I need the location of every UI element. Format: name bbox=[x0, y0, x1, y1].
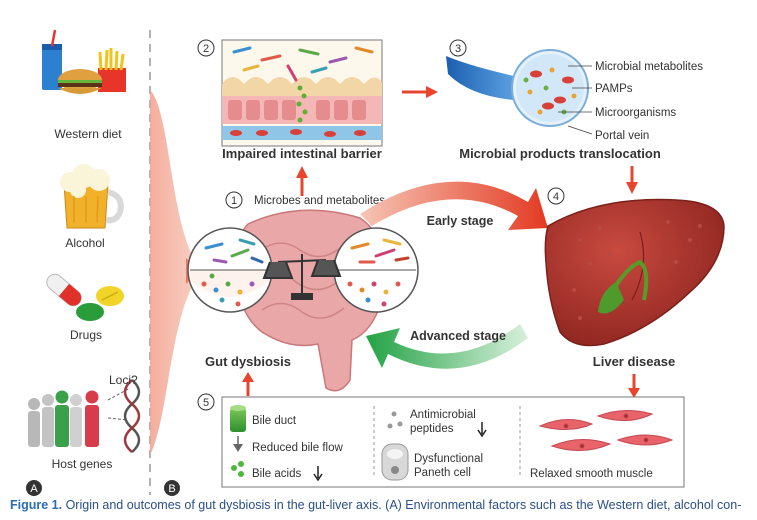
smooth-muscle-label: Relaxed smooth muscle bbox=[530, 468, 653, 480]
step5-number: 5 bbox=[203, 397, 209, 409]
step1-number-circle bbox=[225, 191, 243, 209]
gut-illustration bbox=[187, 209, 419, 392]
bile-acids-label: Bile acids bbox=[252, 468, 301, 480]
drugs-label: Drugs bbox=[70, 328, 102, 342]
step1-number: 1 bbox=[231, 195, 237, 207]
paneth-cell-icon bbox=[381, 443, 409, 481]
step2-title: Impaired intestinal barrier bbox=[222, 146, 382, 161]
smooth-muscle-icon bbox=[538, 410, 674, 451]
early-stage-arrow bbox=[360, 181, 548, 230]
early-stage-label: Early stage bbox=[427, 214, 494, 228]
beer-mug-icon bbox=[60, 164, 124, 229]
step2-number: 2 bbox=[203, 43, 209, 55]
step4-number-circle bbox=[547, 187, 565, 205]
advanced-stage-label: Advanced stage bbox=[410, 329, 506, 343]
arrow-box-to-gut-head bbox=[242, 372, 254, 382]
bile-acids-icon bbox=[231, 461, 244, 477]
host-genes-label: Host genes bbox=[52, 457, 113, 471]
bile-duct-icon bbox=[230, 405, 246, 432]
step3-number-circle bbox=[449, 39, 467, 57]
paneth-label-line1: Dysfunctional bbox=[414, 453, 483, 465]
arrow-gut-to-barrier-head bbox=[296, 166, 308, 178]
antimicrobial-label-line1: Antimicrobial bbox=[410, 409, 476, 421]
antimicrobial-label-line2: peptides bbox=[410, 423, 454, 435]
people-dna-icon bbox=[28, 379, 141, 453]
step1-label: Microbes and metabolites bbox=[254, 195, 385, 207]
liver-illustration bbox=[544, 198, 725, 347]
western-diet-label: Western diet bbox=[54, 127, 122, 141]
panel-a-badge-label: A bbox=[30, 483, 38, 495]
pills-icon bbox=[46, 273, 124, 321]
fast-food-icon bbox=[42, 29, 126, 94]
caption-label: Figure 1. bbox=[10, 498, 63, 512]
legend-pamps: PAMPs bbox=[595, 83, 633, 95]
paneth-label-line2: Paneth cell bbox=[414, 467, 471, 479]
panel-b-badge bbox=[164, 480, 180, 496]
step3-number: 3 bbox=[455, 43, 461, 55]
loci-label: Loci? bbox=[109, 373, 138, 387]
panel-a: Western diet Alcohol Drugs bbox=[26, 29, 141, 496]
step5-number-circle bbox=[197, 393, 215, 411]
step4-number: 4 bbox=[553, 191, 559, 203]
liver-disease-label: Liver disease bbox=[593, 354, 675, 369]
arrow-barrier-to-translocation-head bbox=[426, 86, 438, 98]
panel-a-badge bbox=[26, 480, 42, 496]
step5-box bbox=[221, 396, 685, 488]
legend-microorganisms: Microorganisms bbox=[595, 107, 676, 119]
arrow-translocation-to-liver-head bbox=[626, 182, 638, 194]
decrease-arrow-icon bbox=[477, 422, 487, 438]
intestinal-barrier-illustration bbox=[221, 39, 383, 147]
step3-title: Microbial products translocation bbox=[459, 146, 661, 161]
antimicrobial-peptides-icon bbox=[387, 411, 403, 429]
bile-duct-label: Bile duct bbox=[252, 415, 297, 427]
panel-b-badge-label: B bbox=[168, 483, 175, 495]
alcohol-label: Alcohol bbox=[65, 236, 104, 250]
legend-portal-vein: Portal vein bbox=[595, 130, 649, 142]
caption-text: Origin and outcomes of gut dysbiosis in … bbox=[65, 498, 742, 512]
arrow-liver-to-box-head bbox=[628, 388, 640, 398]
portal-vein-illustration bbox=[446, 49, 593, 135]
decrease-arrow-icon bbox=[313, 466, 323, 482]
advanced-stage-arrow bbox=[366, 324, 528, 369]
figure-caption: Figure 1. Origin and outcomes of gut dys… bbox=[10, 497, 755, 513]
step2-number-circle bbox=[197, 39, 215, 57]
balance-scale-icon bbox=[262, 254, 342, 300]
reduced-bile-flow-label: Reduced bile flow bbox=[252, 442, 343, 454]
legend-microbial-metabolites: Microbial metabolites bbox=[595, 61, 703, 73]
down-arrow-icon bbox=[233, 444, 243, 452]
factors-fan-arrow bbox=[150, 90, 196, 455]
gut-dysbiosis-label: Gut dysbiosis bbox=[205, 354, 291, 369]
